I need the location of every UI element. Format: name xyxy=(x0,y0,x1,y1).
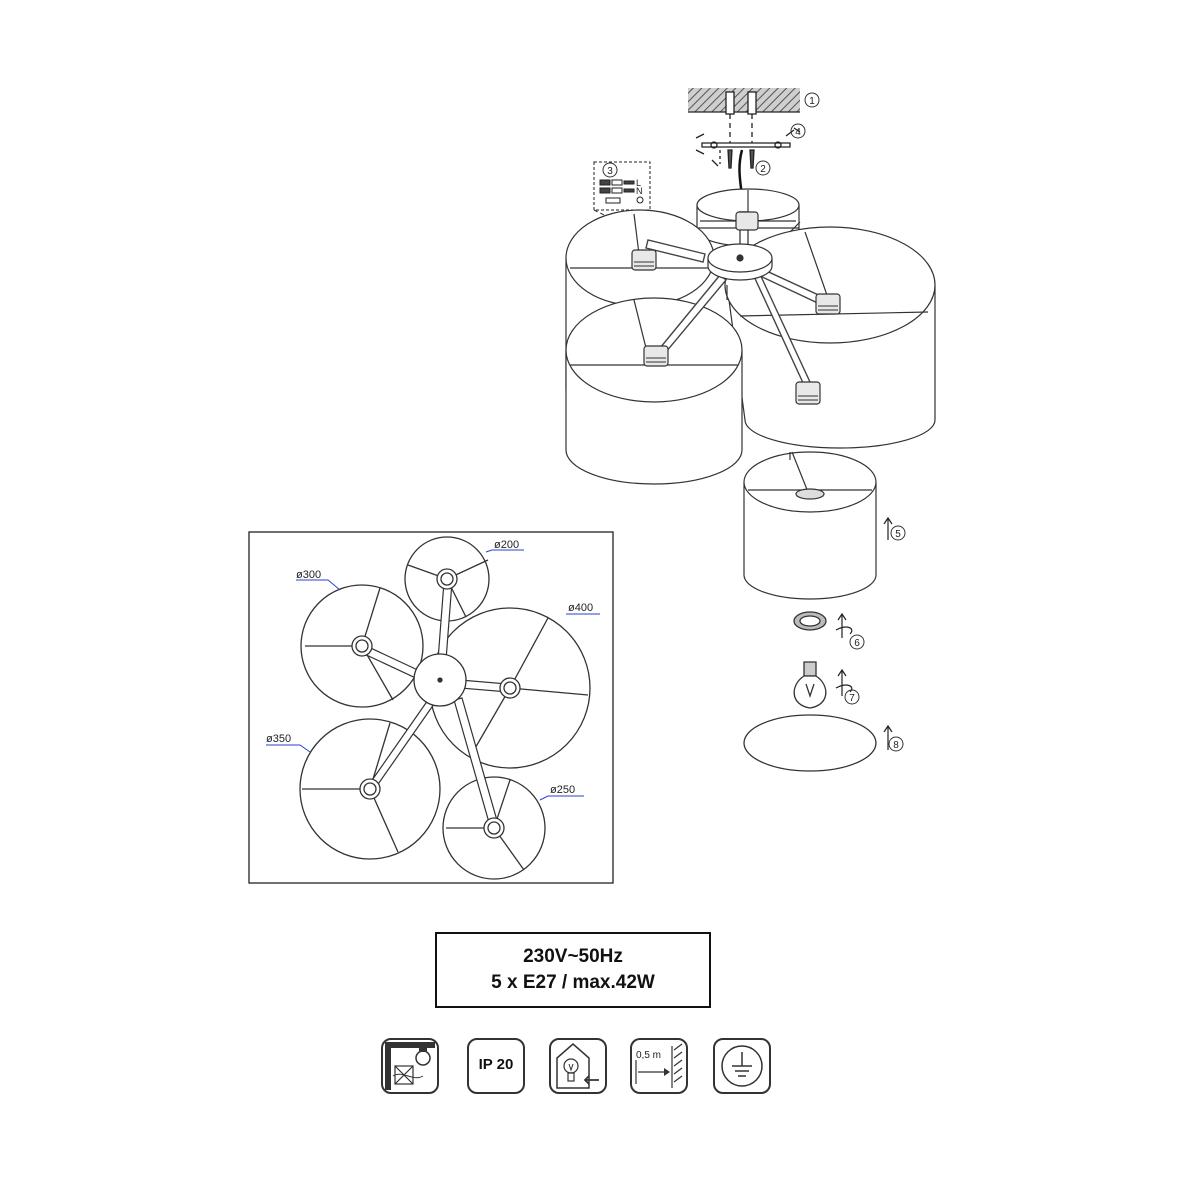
live-wire-label: L xyxy=(636,178,641,188)
voltage-spec: 230V~50Hz xyxy=(523,946,623,967)
diameter-250-label: ø250 xyxy=(550,784,575,796)
top-view-diagram xyxy=(266,536,600,880)
ceiling-mount xyxy=(688,88,801,248)
diameter-300-label: ø300 xyxy=(296,569,321,581)
min-distance-label: 0,5 m xyxy=(636,1050,661,1061)
neutral-wire-label: N xyxy=(636,186,643,196)
bulb-spec: 5 x E27 / max.42W xyxy=(491,972,655,993)
min-distance-icon: 0,5 m xyxy=(630,1038,688,1094)
step-8-label: 8 xyxy=(893,740,899,751)
ip-rating-label: IP 20 xyxy=(478,1056,514,1073)
protective-earth-icon xyxy=(713,1038,771,1094)
diameter-350-label: ø350 xyxy=(266,733,291,745)
step-2-label: 2 xyxy=(760,164,766,175)
top-view-frame xyxy=(248,531,614,884)
step-markers xyxy=(602,92,906,752)
step-5-label: 5 xyxy=(895,529,901,540)
step-1-label: 1 xyxy=(809,96,815,107)
shade-exploded xyxy=(743,451,877,600)
step-6-label: 6 xyxy=(854,638,860,649)
electrical-spec-box: 230V~50Hz 5 x E27 / max.42W xyxy=(435,932,711,1008)
step-3-label: 3 xyxy=(607,166,613,177)
light-bulb xyxy=(793,661,827,709)
diameter-400-label: ø400 xyxy=(568,602,593,614)
step-4-label: 4 xyxy=(795,127,801,138)
step-7-label: 7 xyxy=(849,693,855,704)
diffuser-plate xyxy=(743,714,877,772)
shade-ring xyxy=(793,611,827,631)
no-insulation-cover-icon xyxy=(381,1038,439,1094)
diameter-200-label: ø200 xyxy=(494,539,519,551)
assembled-lamp xyxy=(565,188,936,485)
bulb-replace-icon xyxy=(549,1038,607,1094)
ip-rating-icon: IP 20 xyxy=(467,1038,525,1094)
